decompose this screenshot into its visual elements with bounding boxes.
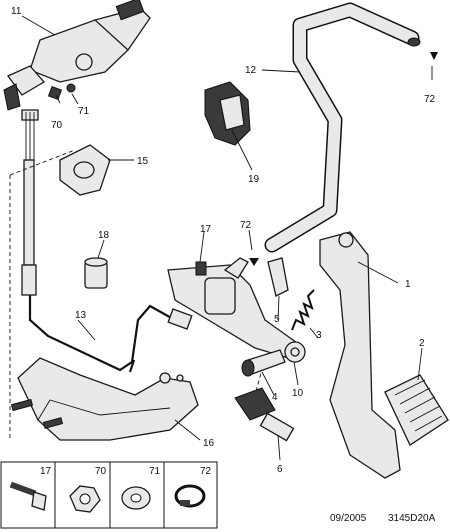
callout-3: 3 xyxy=(316,330,322,341)
hydraulic-pipe xyxy=(23,159,35,266)
nut-part xyxy=(47,85,63,101)
callout-72: 72 xyxy=(240,220,252,231)
legend-label-17: 17 xyxy=(40,466,52,477)
footer-code: 3145D20A xyxy=(388,513,436,524)
callout-4: 4 xyxy=(272,392,278,403)
leader-dashed xyxy=(9,149,76,176)
callout-12: 12 xyxy=(245,65,257,76)
bolt-icon xyxy=(9,481,47,511)
callout-10: 10 xyxy=(292,388,304,399)
hose-end xyxy=(407,37,421,47)
slave-cylinder-part xyxy=(167,257,306,363)
nut-icon xyxy=(69,485,101,513)
arrow-down-icon xyxy=(249,258,259,266)
arrow-down-icon xyxy=(430,52,438,60)
callout-18: 18 xyxy=(98,230,110,241)
legend-label-70: 70 xyxy=(95,466,107,477)
callout-70: 70 xyxy=(51,120,63,131)
clutch-hose-fill xyxy=(266,4,418,251)
pipe-tail xyxy=(128,359,136,373)
small-parts-legend: 17 70 71 72 xyxy=(0,461,218,529)
legend-label-72: 72 xyxy=(200,466,212,477)
callout-1: 1 xyxy=(405,279,411,290)
switch-part xyxy=(204,81,251,146)
clutch-hydraulic-pipe-part xyxy=(28,295,176,372)
pipe-fitting xyxy=(21,264,37,296)
spacer-part xyxy=(84,257,108,289)
callout-71: 71 xyxy=(78,106,90,117)
clutch-hose-part xyxy=(264,2,420,253)
pedal-switch-part xyxy=(234,387,295,442)
washer-part xyxy=(66,83,76,93)
pipe-union xyxy=(167,308,193,330)
stud-bolt-part xyxy=(10,398,64,429)
callout-15: 15 xyxy=(137,156,149,167)
callout-5: 5 xyxy=(274,314,280,325)
callout-labels: 11 12 72 15 70 71 19 17 72 18 13 1 2 3 5… xyxy=(11,6,436,475)
clip-part xyxy=(267,257,289,297)
callout-72: 72 xyxy=(424,94,436,105)
bracket-part xyxy=(59,144,111,196)
callout-2: 2 xyxy=(419,338,425,349)
callout-11: 11 xyxy=(11,6,22,17)
washer-icon xyxy=(121,486,151,510)
footer-date: 09/2005 xyxy=(330,513,367,524)
callout-6: 6 xyxy=(277,464,283,475)
callout-17: 17 xyxy=(200,224,212,235)
pedal-pad-part xyxy=(384,374,449,446)
callout-16: 16 xyxy=(203,438,215,449)
legend-label-71: 71 xyxy=(149,466,161,477)
spring-part xyxy=(291,289,315,331)
callout-19: 19 xyxy=(248,174,260,185)
leader-lines xyxy=(21,15,433,461)
boot-ribs xyxy=(25,112,35,160)
bolt-part xyxy=(195,261,207,276)
clutch-pedal-part xyxy=(319,231,401,479)
callout-13: 13 xyxy=(75,310,87,321)
pin-part xyxy=(241,349,286,377)
master-cylinder-part xyxy=(3,0,151,111)
hose-clamp-icon xyxy=(174,484,206,508)
cover-plate-part xyxy=(17,357,199,441)
